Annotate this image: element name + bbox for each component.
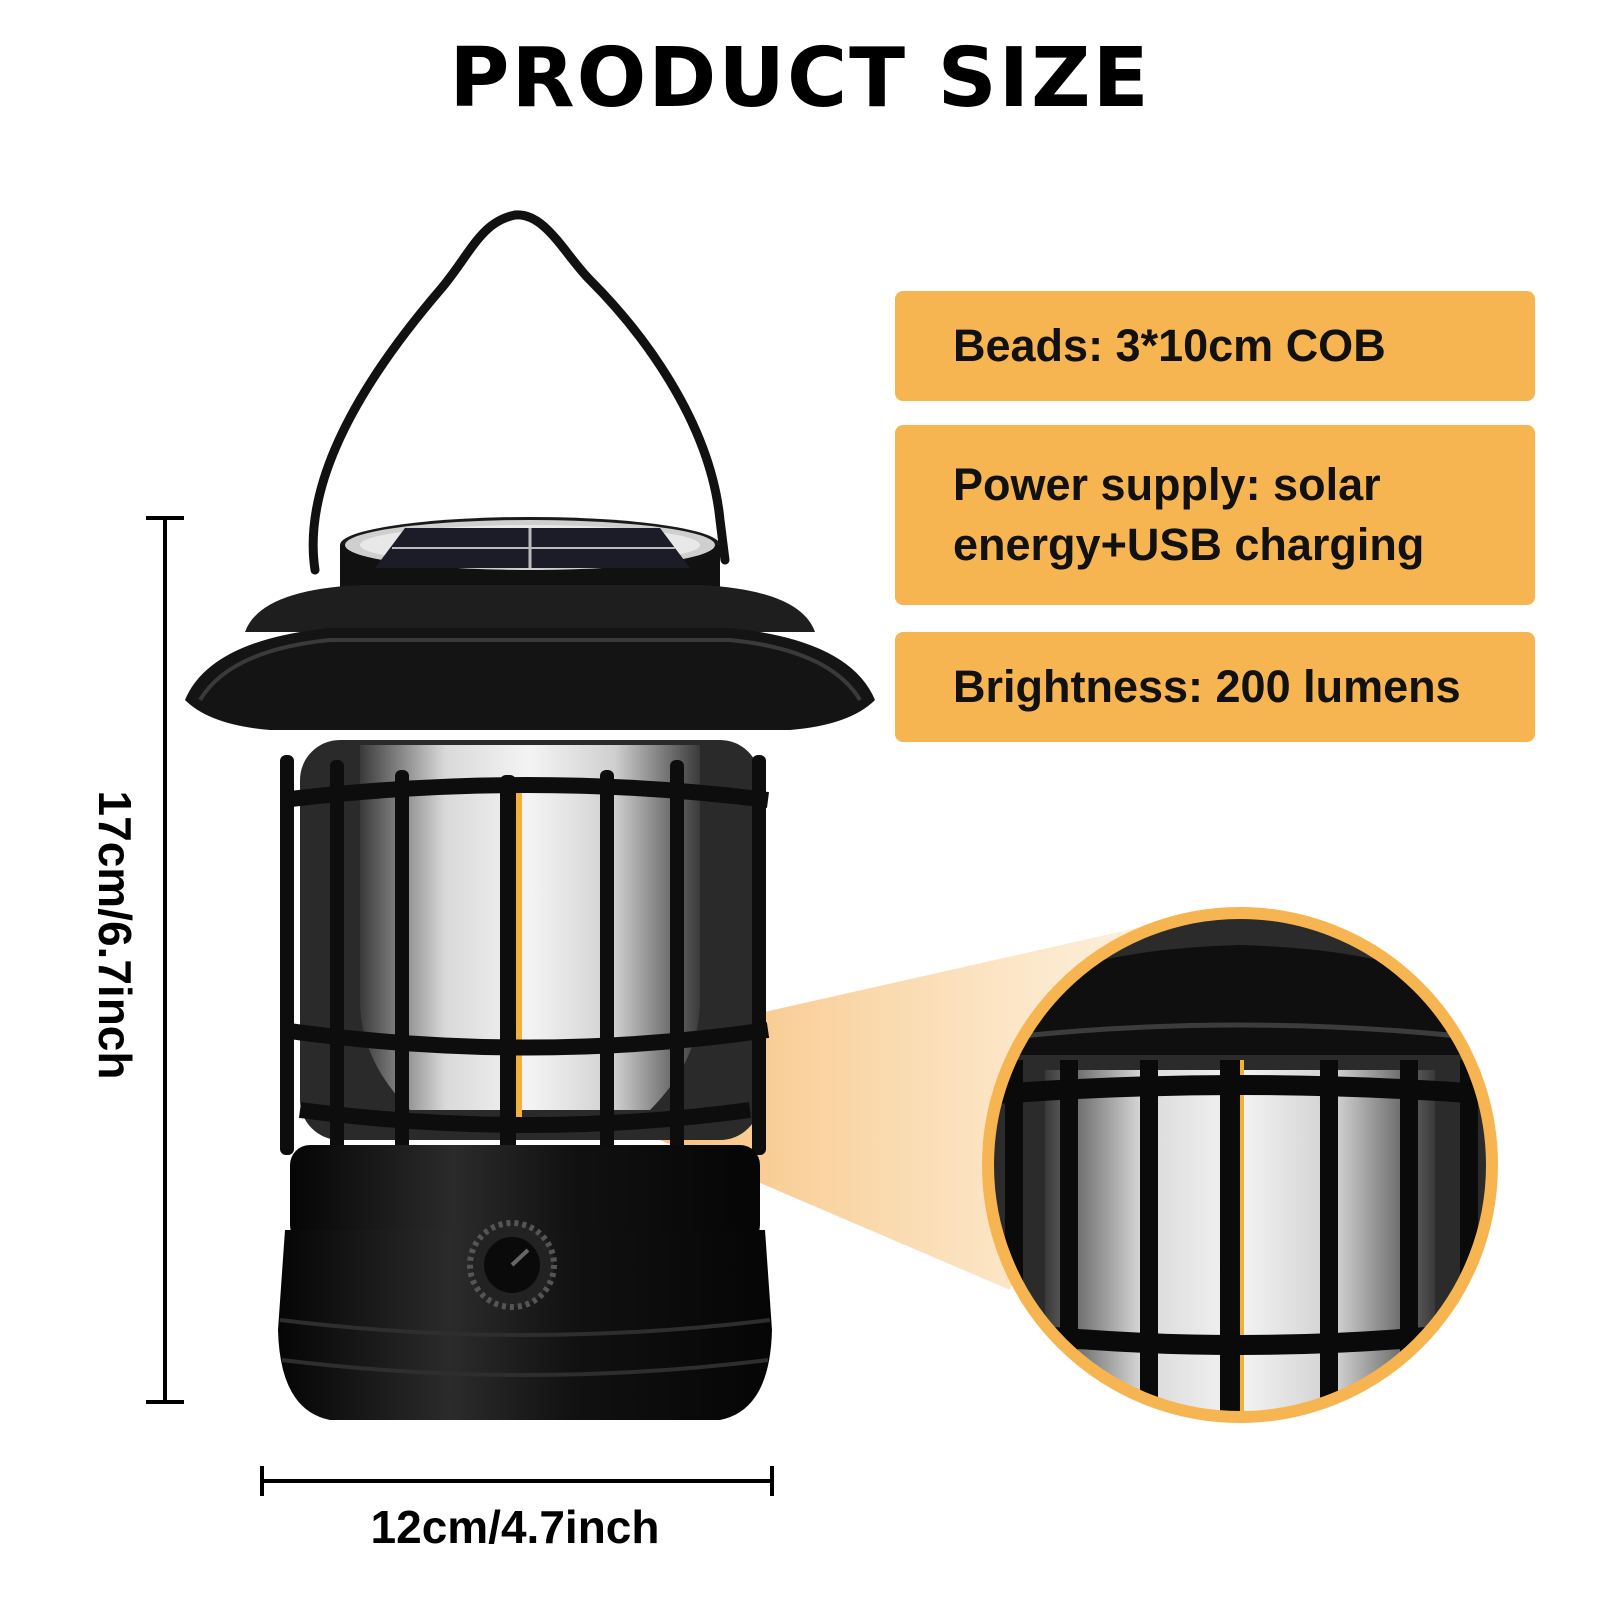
- height-dimension-line: [146, 516, 184, 1404]
- spec-beads-text: Beads: 3*10cm COB: [953, 320, 1386, 372]
- spec-power-line-1: Power supply: solar: [953, 459, 1381, 511]
- width-dimension-label: 12cm/4.7inch: [370, 1501, 660, 1553]
- page-title: PRODUCT SIZE: [449, 31, 1151, 126]
- height-dimension-label: 17cm/6.7inch: [89, 790, 141, 1080]
- spec-power-line-2: energy+USB charging: [953, 519, 1425, 570]
- spec-power-supply: Power supply: solar energy+USB charging: [895, 425, 1535, 605]
- spec-beads: Beads: 3*10cm COB: [895, 291, 1535, 401]
- spec-brightness: Brightness: 200 lumens: [895, 632, 1535, 742]
- lantern-image: [185, 210, 875, 1420]
- spec-power-supply-text: Power supply: solar energy+USB charging: [953, 455, 1424, 575]
- width-dimension-line: [260, 1466, 774, 1496]
- magnified-detail-image: [982, 907, 1498, 1423]
- spec-brightness-text: Brightness: 200 lumens: [953, 661, 1461, 713]
